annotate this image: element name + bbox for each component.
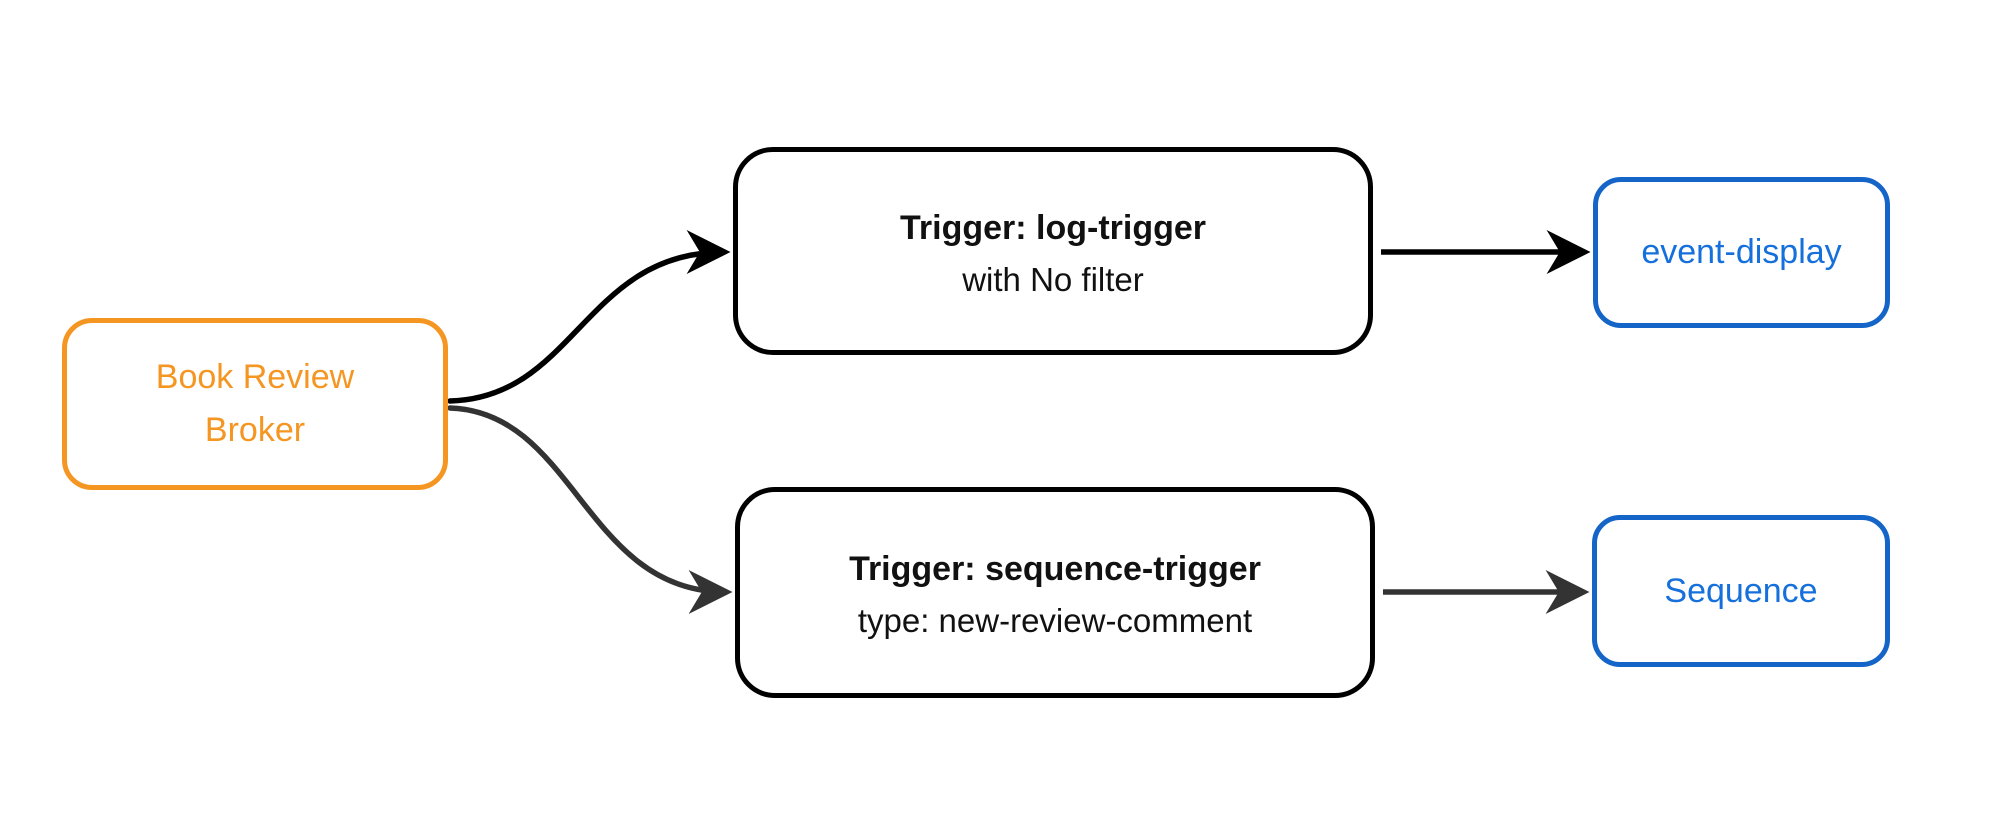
node-sequence-trigger: Trigger: sequence-trigger type: new-revi… <box>735 487 1375 698</box>
node-sequence: Sequence <box>1592 515 1890 667</box>
node-sequence-trigger-title: Trigger: sequence-trigger <box>849 550 1261 589</box>
node-log-trigger-title: Trigger: log-trigger <box>900 208 1206 247</box>
node-book-review-broker-label-line2: Broker <box>204 411 306 449</box>
node-event-display: event-display <box>1593 177 1890 328</box>
node-log-trigger: Trigger: log-trigger with No filter <box>733 147 1373 355</box>
edge-broker-to-sequence-trigger <box>447 405 733 614</box>
node-book-review-broker: Book Review Broker <box>62 318 448 490</box>
node-sequence-trigger-subtitle: type: new-review-comment <box>857 602 1253 640</box>
node-sequence-label: Sequence <box>1664 571 1818 610</box>
edge-broker-to-log-trigger <box>447 230 731 404</box>
node-event-display-label: event-display <box>1641 233 1842 271</box>
node-book-review-broker-label-line1: Book Review <box>155 358 355 397</box>
node-log-trigger-subtitle: with No filter <box>962 260 1144 298</box>
